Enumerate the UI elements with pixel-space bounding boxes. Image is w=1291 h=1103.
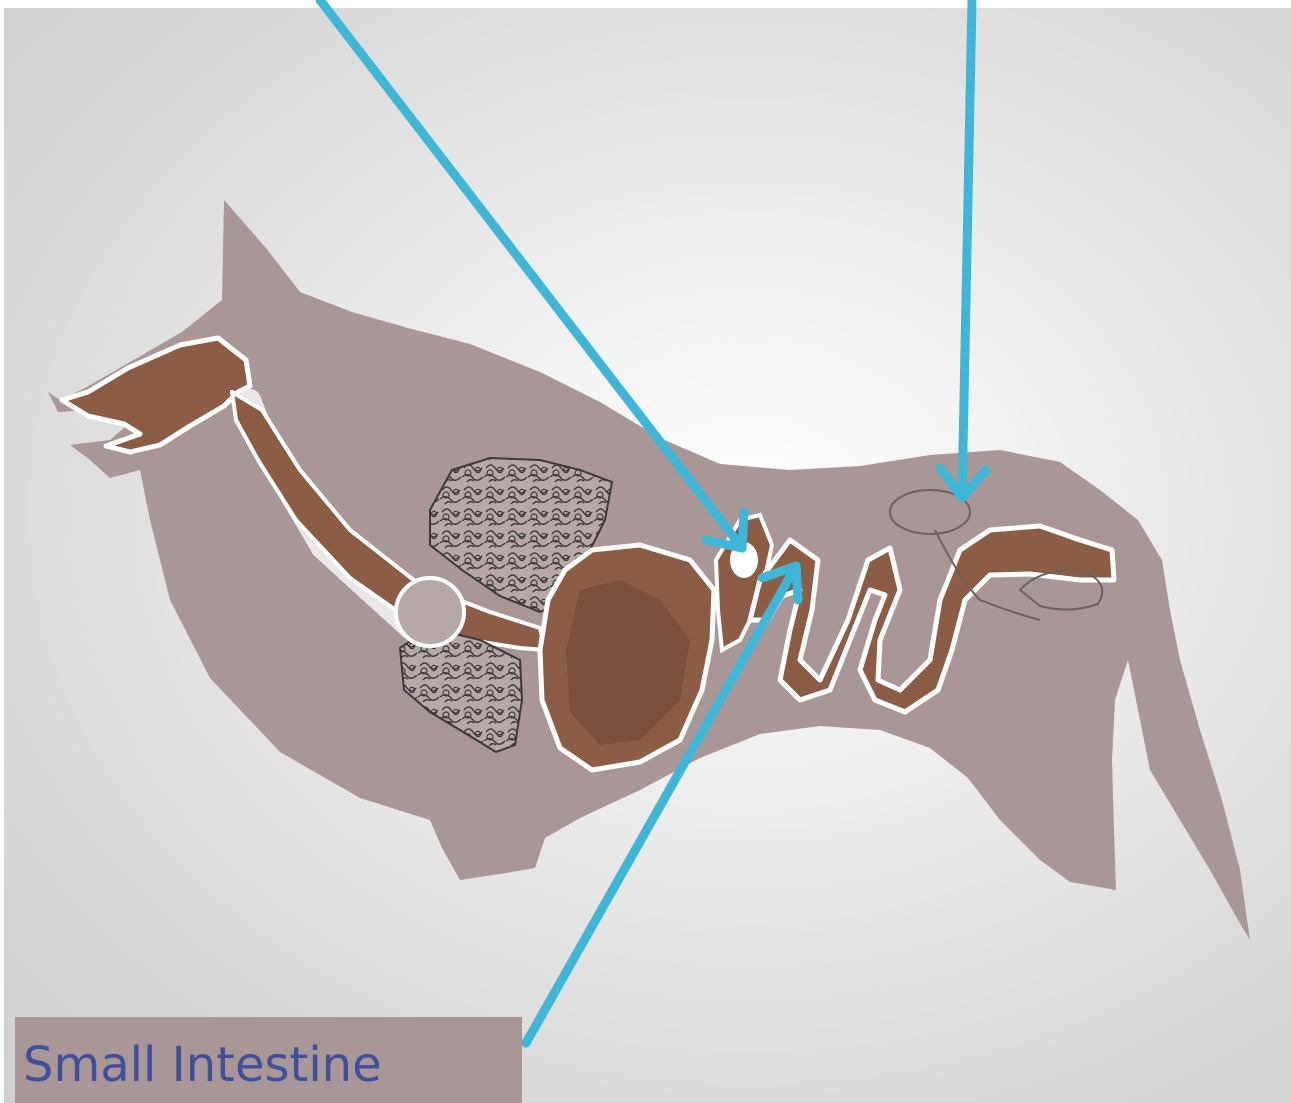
small-intestine-label: Small Intestine xyxy=(23,1037,382,1093)
heart xyxy=(396,578,464,646)
arrow-kidney xyxy=(962,0,972,498)
label-box: Small Intestine xyxy=(15,1017,522,1103)
